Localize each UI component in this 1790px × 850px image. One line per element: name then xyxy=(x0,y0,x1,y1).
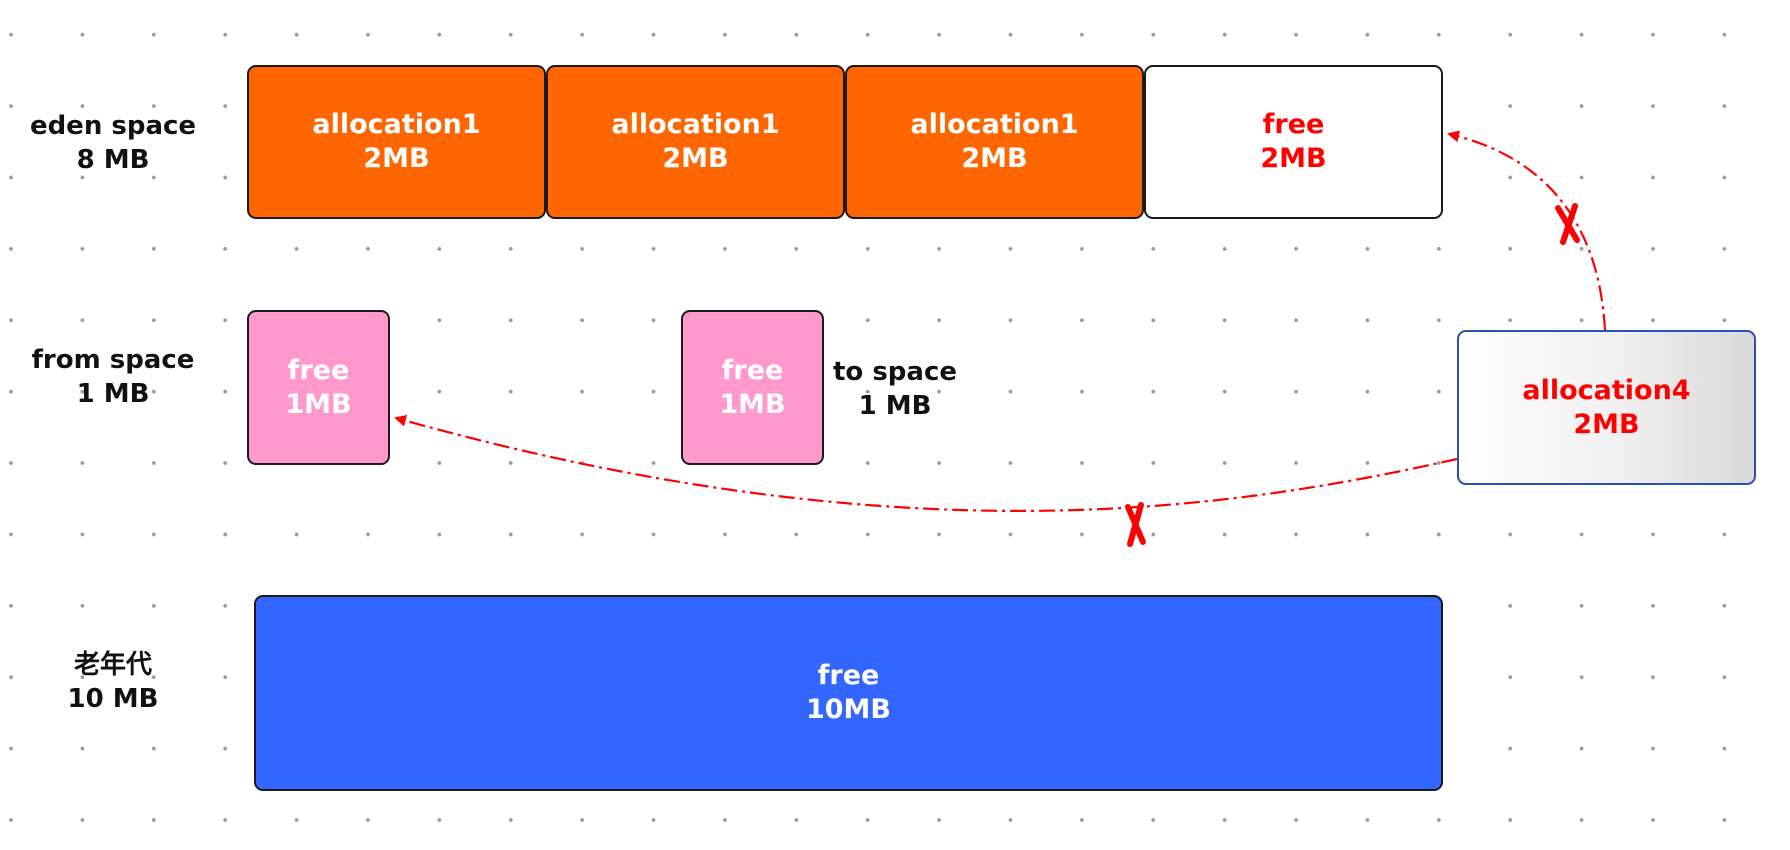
from-space-size: 1 MB xyxy=(76,379,150,409)
eden-block-allocation-2: allocation1 2MB xyxy=(546,65,845,219)
allocation4-block: allocation4 2MB xyxy=(1457,330,1756,485)
old-generation-block: free 10MB xyxy=(254,595,1443,791)
block-name: free xyxy=(817,660,880,691)
to-space-name: to space xyxy=(832,357,958,387)
block-name: allocation1 xyxy=(312,109,481,140)
block-name: allocation4 xyxy=(1522,374,1691,406)
block-size: 1MB xyxy=(285,388,352,420)
blocked-x-icon-from xyxy=(1125,502,1146,547)
to-space-size: 1 MB xyxy=(858,391,932,421)
to-space-block: free 1MB xyxy=(681,310,824,465)
eden-space-label: eden space 8 MB xyxy=(25,109,201,177)
block-size: 1MB xyxy=(719,388,786,420)
eden-space-size: 8 MB xyxy=(76,145,150,175)
block-size: 2MB xyxy=(363,143,430,174)
from-space-block: free 1MB xyxy=(247,310,390,465)
old-generation-label: 老年代 10 MB xyxy=(45,648,181,716)
arrow-to-eden-free xyxy=(1447,130,1607,331)
block-size: 2MB xyxy=(961,143,1028,174)
from-space-label: from space 1 MB xyxy=(25,343,201,411)
old-generation-name: 老年代 xyxy=(73,650,152,680)
eden-space-name: eden space xyxy=(29,111,197,141)
block-size: 2MB xyxy=(1573,408,1640,440)
block-size: 2MB xyxy=(1260,143,1327,174)
eden-block-allocation-1: allocation1 2MB xyxy=(247,65,546,219)
eden-block-allocation-3: allocation1 2MB xyxy=(845,65,1144,219)
arrow-to-from-space xyxy=(394,414,1458,512)
block-size: 10MB xyxy=(805,694,892,725)
block-name: free xyxy=(1262,109,1325,140)
blocked-x-icon-eden xyxy=(1555,203,1580,245)
old-generation-size: 10 MB xyxy=(67,684,159,714)
to-space-label: to space 1 MB xyxy=(830,355,960,423)
block-size: 2MB xyxy=(662,143,729,174)
eden-block-free: free 2MB xyxy=(1144,65,1443,219)
block-name: free xyxy=(287,354,350,386)
block-name: free xyxy=(721,354,784,386)
from-space-name: from space xyxy=(31,345,195,375)
block-name: allocation1 xyxy=(910,109,1079,140)
block-name: allocation1 xyxy=(611,109,780,140)
